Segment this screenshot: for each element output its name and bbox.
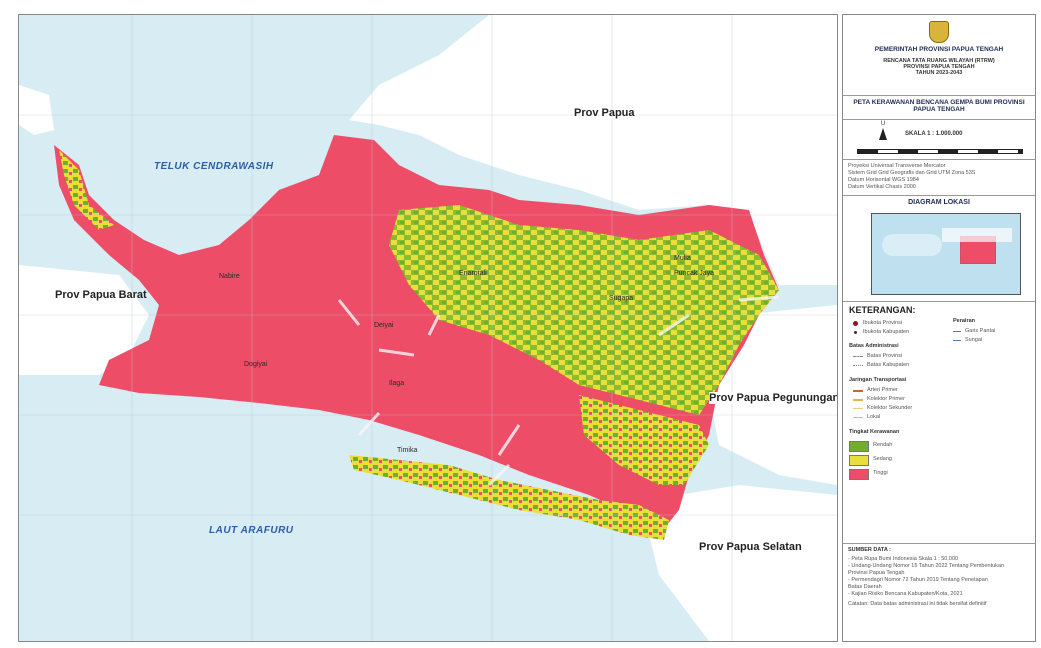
diagram-title: DIAGRAM LOKASI xyxy=(908,199,970,206)
pusat-item: Ibukota Provinsi xyxy=(863,320,903,326)
sumber-line: Batas Daerah xyxy=(848,584,882,590)
location-inset-map xyxy=(871,213,1021,295)
swatch-sedang xyxy=(849,455,869,466)
label-prov-papua-barat: Prov Papua Barat xyxy=(55,289,147,301)
zone-south-band xyxy=(349,455,669,540)
legend-header: PEMERINTAH PROVINSI PAPUA TENGAH RENCANA… xyxy=(843,15,1035,96)
sumber-line: Provinsi Papua Tengah xyxy=(848,570,905,576)
scale-section: U SKALA 1 : 1.000.000 xyxy=(843,119,1035,160)
town-label: Ilaga xyxy=(389,380,405,387)
town-label: Deiyai xyxy=(374,322,394,329)
map-title-section: PETA KERAWANAN BENCANA GEMPA BUMI PROVIN… xyxy=(843,95,1035,120)
tingkat-item: Tinggi xyxy=(873,470,888,476)
town-label: Timika xyxy=(397,447,418,454)
scale-text: SKALA 1 : 1.000.000 xyxy=(905,131,963,137)
org-name: PEMERINTAH PROVINSI PAPUA TENGAH xyxy=(874,46,1004,53)
projection-line: Datum Horisontal WGS 1984 xyxy=(848,177,919,183)
label-prov-papua-pegunungan: Prov Papua Pegunungan xyxy=(709,392,838,404)
batas-item: Batas Provinsi xyxy=(867,353,903,359)
north-label: U xyxy=(881,121,886,127)
sumber-title: SUMBER DATA : xyxy=(848,547,891,553)
sumber-note: Catatan: Data batas administrasi ini tid… xyxy=(848,601,987,607)
keterangan-section: KETERANGAN: Ibukota Provinsi Ibukota Kab… xyxy=(843,301,1035,544)
map-frame: Prov Papua Prov Papua Barat Prov Papua P… xyxy=(18,14,838,642)
pusat-item: Ibukota Kabupaten xyxy=(863,329,910,335)
zone-northwest-strip xyxy=(59,150,114,230)
tingkat-item: Sedang xyxy=(873,456,892,462)
diagram-section: DIAGRAM LOKASI xyxy=(843,195,1035,302)
projection-line: Sistem Grid Grid Geografis dan Grid UTM … xyxy=(848,170,976,176)
tingkat-title: Tingkat Kerawanan xyxy=(849,429,900,435)
town-label: Enarotali xyxy=(459,270,487,277)
land-prov-papua-selatan xyxy=(649,485,837,641)
sumber-section: SUMBER DATA : - Peta Rupa Bumi Indonesia… xyxy=(843,543,1035,641)
jaringan-item: Lokal xyxy=(867,414,881,420)
road-lines xyxy=(337,295,780,487)
town-label: Nabire xyxy=(219,273,240,280)
keterangan-title: KETERANGAN: xyxy=(849,305,916,315)
map-title: PETA KERAWANAN BENCANA GEMPA BUMI PROVIN… xyxy=(853,99,1025,113)
land-top-left xyxy=(19,85,54,135)
label-teluk-cendrawasih: TELUK CENDRAWASIH xyxy=(154,161,274,172)
zone-sedang-rendah xyxy=(389,205,779,415)
town-label: Dogiyai xyxy=(244,361,268,368)
jaringan-item: Arteri Primer xyxy=(867,387,898,393)
plan-province: PROVINSI PAPUA TENGAH xyxy=(903,64,975,70)
plan-years: TAHUN 2023-2043 xyxy=(915,70,963,76)
jaringan-item: Kolektor Sekunder xyxy=(867,405,913,411)
sumber-line: - Peta Rupa Bumi Indonesia Skala 1 : 50.… xyxy=(848,556,959,562)
perairan-title: Perairan xyxy=(953,318,976,324)
jaringan-item: Kolektor Primer xyxy=(867,396,905,402)
north-arrow-icon xyxy=(879,128,887,140)
town-label: Mulia xyxy=(674,255,691,262)
batas-title: Batas Administrasi xyxy=(849,343,899,349)
swatch-rendah xyxy=(849,441,869,452)
zone-east-mix xyxy=(579,395,709,485)
hazard-map[interactable] xyxy=(19,15,837,641)
sumber-line: - Kajian Risiko Bencana Kabupaten/Kota, … xyxy=(848,591,963,597)
projection-line: Proyeksi Universal Transverse Mercator xyxy=(848,163,946,169)
jaringan-title: Jaringan Transportasi xyxy=(849,377,907,383)
sumber-line: - Permendagri Nomor 72 Tahun 2019 Tentan… xyxy=(848,577,988,583)
capital-dot-icon xyxy=(853,321,858,326)
legend-panel: PEMERINTAH PROVINSI PAPUA TENGAH RENCANA… xyxy=(842,14,1036,642)
land-prov-papua-barat xyxy=(19,265,149,375)
scale-bar xyxy=(857,149,1023,154)
label-prov-papua: Prov Papua xyxy=(574,107,635,119)
perairan-item: Garis Pantai xyxy=(965,328,996,334)
perairan-item: Sungai xyxy=(965,337,983,343)
tingkat-item: Rendah xyxy=(873,442,893,448)
projection-line: Datum Vertikal Chasis 2000 xyxy=(848,184,916,190)
sumber-line: - Undang-Undang Nomor 15 Tahun 2022 Tent… xyxy=(848,563,1005,569)
regency-dot-icon xyxy=(854,331,857,334)
label-laut-arafuru: LAUT ARAFURU xyxy=(209,525,294,536)
town-label: Sugapa xyxy=(609,295,634,302)
plan-title: RENCANA TATA RUANG WILAYAH (RTRW) xyxy=(883,58,995,64)
land-prov-papua xyxy=(349,15,837,285)
batas-item: Batas Kabupaten xyxy=(867,362,910,368)
label-prov-papua-selatan: Prov Papua Selatan xyxy=(699,541,802,553)
town-label: Puncak Jaya xyxy=(674,270,715,277)
projection-section: Proyeksi Universal Transverse Mercator S… xyxy=(843,159,1035,196)
province-emblem-icon xyxy=(929,21,949,43)
swatch-tinggi xyxy=(849,469,869,480)
